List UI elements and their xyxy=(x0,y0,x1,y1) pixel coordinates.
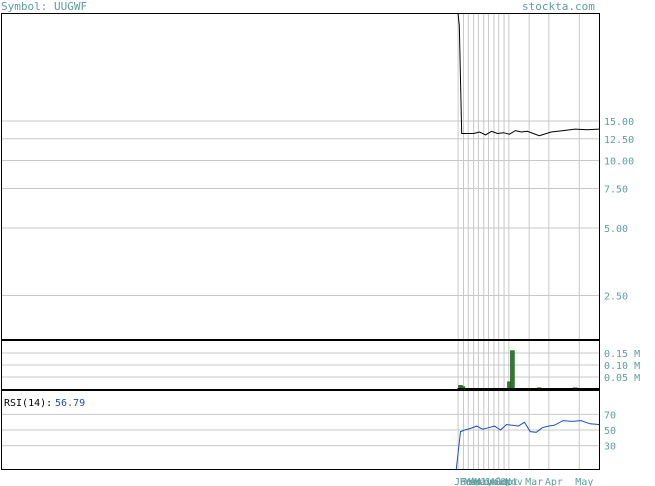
x-tick-label: Jun xyxy=(480,477,498,486)
x-tick-label: Mar xyxy=(525,477,543,486)
rsi-panel xyxy=(1,390,600,470)
symbol-label: Symbol: UUGWF xyxy=(1,0,88,13)
x-tick-label: Feb xyxy=(459,477,477,486)
x-tick-label: Apr xyxy=(545,477,563,486)
rsi-value: 56.79 xyxy=(55,398,85,409)
rsi-label: RSI(14): xyxy=(4,398,52,409)
x-tick-label: Sep xyxy=(495,477,513,486)
x-tick-label: Jan xyxy=(454,477,472,486)
volume-y-tick-label: 0.05 M xyxy=(604,373,640,384)
x-tick-label: Oct xyxy=(500,477,518,486)
price-line xyxy=(457,13,600,137)
price-y-tick-label: 2.50 xyxy=(604,292,628,303)
volume-bar xyxy=(510,350,515,390)
price-y-tick-label: 5.00 xyxy=(604,224,628,235)
x-tick-label: Mar xyxy=(464,477,482,486)
x-tick-label: Jul xyxy=(485,477,503,486)
price-y-tick-label: 7.50 xyxy=(604,185,628,196)
price-y-tick-label: 10.00 xyxy=(604,157,634,168)
volume-y-tick-label: 0.15 M xyxy=(604,349,640,360)
x-tick-label: Nov xyxy=(505,477,523,486)
site-link[interactable]: stockta.com xyxy=(522,0,595,13)
price-y-tick-label: 15.00 xyxy=(604,117,634,128)
grid-lines xyxy=(2,14,599,469)
rsi-y-tick-label: 50 xyxy=(604,426,616,437)
rsi-y-tick-label: 70 xyxy=(604,410,616,421)
price-y-tick-label: 12.50 xyxy=(604,135,634,146)
rsi-line xyxy=(455,420,600,470)
rsi-y-tick-label: 30 xyxy=(604,442,616,453)
x-tick-label: Apr xyxy=(470,477,488,486)
volume-y-tick-label: 0.10 M xyxy=(604,361,640,372)
x-tick-label: Aug xyxy=(490,477,508,486)
x-tick-label: May xyxy=(474,477,492,486)
volume-panel xyxy=(1,340,600,390)
x-tick-label: May xyxy=(575,477,593,486)
price-panel xyxy=(1,13,600,340)
chart-marks xyxy=(455,13,600,470)
